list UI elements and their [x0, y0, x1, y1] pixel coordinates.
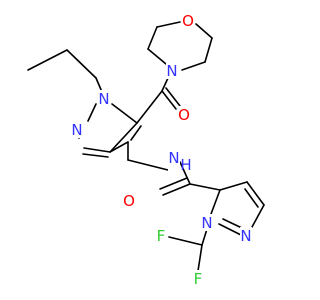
atom-n4: N [240, 227, 252, 245]
atom-o-amide-label: O [123, 192, 135, 210]
bond [189, 183, 221, 191]
atom-n1: N [98, 90, 110, 108]
bond [168, 236, 203, 246]
bond [219, 181, 248, 191]
bond [156, 21, 181, 28]
bond [82, 153, 109, 158]
bond [251, 204, 265, 228]
atom-n2: N [71, 121, 83, 139]
atom-o-morpholine: O [181, 12, 195, 30]
atom-f1: F [155, 227, 167, 245]
bond [109, 122, 138, 153]
bond [109, 141, 129, 153]
atom-nh: H N [168, 149, 192, 178]
atom-n4-label: N [240, 227, 251, 245]
bond [181, 61, 206, 71]
atom-f1-label: F [157, 227, 166, 245]
bond [111, 103, 138, 124]
bond [159, 177, 188, 190]
atom-o-carbonyl: O [177, 106, 191, 124]
molecule-diagram: N N O N O H N O N [27, 12, 265, 288]
bond [161, 77, 169, 92]
bond [66, 49, 97, 79]
bond [197, 244, 203, 272]
bond [210, 189, 221, 215]
bond [195, 23, 213, 39]
bond [162, 183, 191, 196]
bond [165, 87, 181, 107]
bond [130, 125, 142, 141]
bond [136, 90, 163, 124]
atom-n2-label: N [71, 121, 82, 139]
bond [204, 37, 213, 63]
atom-o-morpholine-label: O [182, 12, 194, 30]
bond [27, 49, 68, 71]
bond [179, 161, 191, 185]
atom-f2-label: F [194, 270, 203, 288]
bond [147, 48, 167, 65]
atom-n1-label: N [98, 90, 109, 108]
atom-labels: N N O N O H N O N [71, 12, 252, 288]
bond [218, 223, 242, 236]
bond [127, 159, 169, 171]
bond [147, 26, 158, 50]
atom-h-label: H [180, 156, 191, 174]
bond [161, 90, 177, 110]
atom-n-morpholine: N [166, 62, 178, 80]
bond [244, 188, 259, 208]
bond [201, 228, 208, 246]
bond [246, 181, 265, 206]
molecule-svg: N N O N O H N O N [27, 12, 265, 288]
atom-n3: N [201, 214, 213, 232]
bond [87, 103, 97, 122]
atom-f2: F [192, 270, 204, 288]
atom-nh-label: N [168, 149, 179, 167]
atom-n-morpholine-label: N [166, 62, 177, 80]
bond [83, 147, 111, 153]
bond [95, 77, 103, 93]
atom-o-carbonyl-label: O [178, 106, 190, 124]
atom-o-amide: O [122, 192, 136, 210]
atom-n3-label: N [201, 214, 212, 232]
bond-layer [27, 21, 265, 272]
